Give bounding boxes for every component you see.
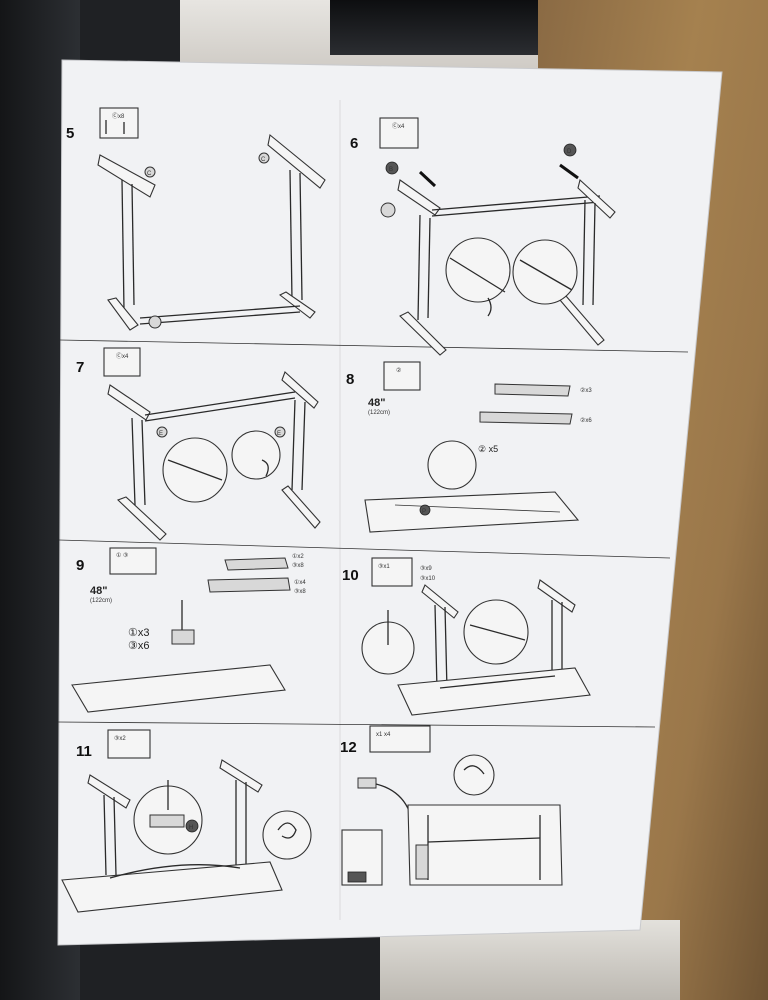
row-divider — [58, 539, 671, 559]
detail-zoom — [445, 237, 511, 303]
svg-text:B: B — [389, 167, 393, 173]
callout-label: C — [147, 171, 152, 177]
tabletop — [364, 491, 580, 533]
frame-crossbar-left — [97, 154, 156, 198]
step-7: 7 Ⓒx4 E E — [76, 347, 321, 541]
svg-text:8: 8 — [346, 371, 354, 388]
top-crossbeam — [144, 391, 296, 416]
svg-text:6: 6 — [350, 135, 358, 152]
svg-text:11: 11 — [76, 743, 92, 760]
svg-text:③x6: ③x6 — [128, 640, 149, 652]
callout-marker — [144, 166, 156, 178]
svg-text:x1 x4: x1 x4 — [376, 732, 391, 738]
svg-text:Ⓒx4: Ⓒx4 — [392, 122, 405, 130]
foot-left — [107, 297, 139, 331]
svg-text:10: 10 — [342, 567, 359, 584]
svg-text:②x6: ②x6 — [580, 417, 592, 424]
step-6: 6 Ⓒx4 B D — [350, 117, 616, 356]
step-11: 11 ③x2 H — [61, 729, 312, 913]
svg-text:①x3: ①x3 — [128, 627, 149, 639]
parts-box — [379, 117, 419, 149]
step-9: 9 ① ③ 48" (122cm) ①x2 ③x8 ①x4 ③x8 ①x3 ③x… — [71, 547, 306, 713]
svg-text:②: ② — [396, 367, 401, 374]
svg-text:9: 9 — [76, 557, 84, 574]
step-12: 12 x1 x4 — [340, 725, 563, 886]
svg-text:Ⓒx4: Ⓒx4 — [116, 352, 129, 360]
tabletop — [397, 667, 591, 716]
tabletop — [61, 861, 283, 913]
top-crossbeam — [431, 195, 601, 211]
svg-text:H: H — [189, 825, 193, 831]
row-divider — [57, 721, 656, 728]
detail-zoom — [231, 430, 281, 480]
svg-text:③x10: ③x10 — [420, 575, 436, 582]
frame-crossbar-right — [267, 133, 326, 189]
svg-text:③x8: ③x8 — [292, 562, 304, 569]
svg-text:③x9: ③x9 — [420, 565, 432, 572]
svg-text:②x3: ②x3 — [580, 387, 592, 394]
detail-zoom — [427, 440, 477, 490]
svg-text:E: E — [277, 431, 281, 437]
detail-zoom — [512, 239, 578, 305]
svg-text:7: 7 — [76, 359, 84, 376]
step-number: 5 — [66, 125, 74, 142]
svg-text:C: C — [261, 157, 266, 163]
detail-zoom — [453, 754, 495, 796]
svg-text:①x2: ①x2 — [292, 553, 304, 560]
step-10: 10 ③x1 ③x9 ③x10 — [342, 557, 591, 716]
svg-text:③x2: ③x2 — [114, 735, 126, 742]
tabletop-size: 48" — [368, 397, 385, 409]
svg-text:③x8: ③x8 — [294, 588, 306, 595]
step-5: 5 Ⓒx8 C C — [66, 107, 326, 331]
parts-label: Ⓒx8 — [112, 112, 125, 120]
svg-text:(122cm): (122cm) — [90, 598, 112, 604]
tabletop — [71, 664, 286, 713]
detail-zoom — [262, 810, 312, 860]
bottom-beam — [139, 305, 301, 319]
svg-text:③x1: ③x1 — [378, 563, 390, 570]
desk-underside — [407, 804, 563, 886]
svg-text:P: P — [422, 509, 426, 515]
leg-left — [121, 179, 125, 311]
svg-text:48": 48" — [90, 585, 107, 597]
svg-text:①x4: ①x4 — [294, 579, 306, 586]
svg-text:① ③: ① ③ — [116, 552, 128, 559]
svg-text:E: E — [159, 431, 163, 437]
leg-right — [289, 169, 293, 301]
svg-text:D: D — [567, 149, 572, 155]
step-8: 8 ② 48" (122cm) ②x3 ②x6 ② x5 P — [346, 361, 592, 533]
svg-text:12: 12 — [340, 739, 357, 756]
row-divider — [59, 339, 689, 353]
svg-text:② x5: ② x5 — [478, 444, 498, 454]
svg-text:(122cm): (122cm) — [368, 410, 390, 416]
